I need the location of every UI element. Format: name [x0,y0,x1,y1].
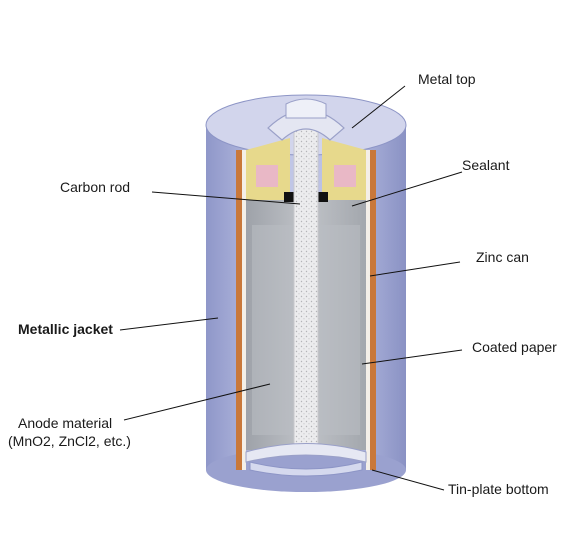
label-zinc-can: Zinc can [476,249,529,265]
leader-carbon-rod [151,191,301,205]
label-anode-material-examples: (MnO2, ZnCl2, etc.) [8,433,131,449]
cutaway-interior [236,98,376,477]
label-tin-plate-bottom: Tin-plate bottom [448,481,549,497]
label-coated-paper: Coated paper [472,339,557,355]
leader-anode-material [123,383,271,421]
leader-sealant [351,171,463,207]
label-carbon-rod: Carbon rod [60,179,130,195]
leader-zinc-can [369,261,461,277]
leader-tin-plate-bottom [371,469,445,491]
leader-lines [119,85,463,491]
label-metallic-jacket: Metallic jacket [18,321,113,337]
label-metal-top: Metal top [418,71,476,87]
label-sealant: Sealant [462,157,510,173]
leader-metal-top [351,85,406,129]
leader-metallic-jacket [119,317,219,331]
leader-coated-paper [361,349,463,365]
label-anode-material: Anode material [18,415,112,431]
